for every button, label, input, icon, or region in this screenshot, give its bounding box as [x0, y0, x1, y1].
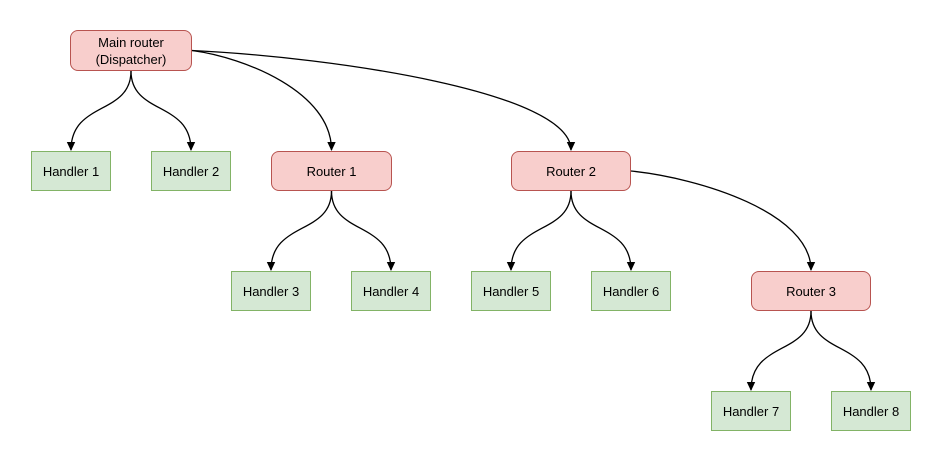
node-h7[interactable]: Handler 7 [711, 391, 791, 431]
node-h3[interactable]: Handler 3 [231, 271, 311, 311]
node-r2[interactable]: Router 2 [511, 151, 631, 191]
node-label: Handler 1 [42, 163, 100, 179]
edge-r2-h5 [506, 190, 572, 271]
edge-main-h2 [130, 70, 196, 151]
node-label: Handler 5 [482, 283, 540, 299]
node-h2[interactable]: Handler 2 [151, 151, 231, 191]
node-label: Handler 6 [602, 283, 660, 299]
node-label: Router 1 [306, 163, 357, 179]
node-h8[interactable]: Handler 8 [831, 391, 911, 431]
node-label: Handler 4 [362, 283, 420, 299]
edge-r3-h7 [746, 310, 812, 391]
edge-main-r1 [191, 49, 336, 151]
node-label: Handler 8 [842, 403, 900, 419]
node-label: Router 2 [546, 163, 596, 179]
node-main[interactable]: Main router(Dispatcher) [70, 30, 192, 71]
node-label: (Dispatcher) [95, 51, 167, 67]
edge-main-r2 [191, 49, 576, 151]
node-label: Handler 3 [242, 283, 300, 299]
node-label: Router 3 [786, 283, 836, 299]
node-h6[interactable]: Handler 6 [591, 271, 671, 311]
edge-r2-h6 [570, 190, 636, 271]
edge-r3-h8 [810, 310, 876, 391]
node-label: Handler 7 [722, 403, 780, 419]
edge-r1-h4 [330, 190, 396, 271]
edge-main-h1 [66, 70, 132, 151]
node-r1[interactable]: Router 1 [271, 151, 392, 191]
node-label: Main router [98, 34, 164, 50]
edge-group [66, 49, 876, 391]
node-r3[interactable]: Router 3 [751, 271, 871, 311]
node-h1[interactable]: Handler 1 [31, 151, 111, 191]
node-h5[interactable]: Handler 5 [471, 271, 551, 311]
node-label: Handler 2 [162, 163, 220, 179]
edge-r1-h3 [266, 190, 333, 271]
node-h4[interactable]: Handler 4 [351, 271, 431, 311]
edge-r2-r3 [630, 170, 816, 271]
